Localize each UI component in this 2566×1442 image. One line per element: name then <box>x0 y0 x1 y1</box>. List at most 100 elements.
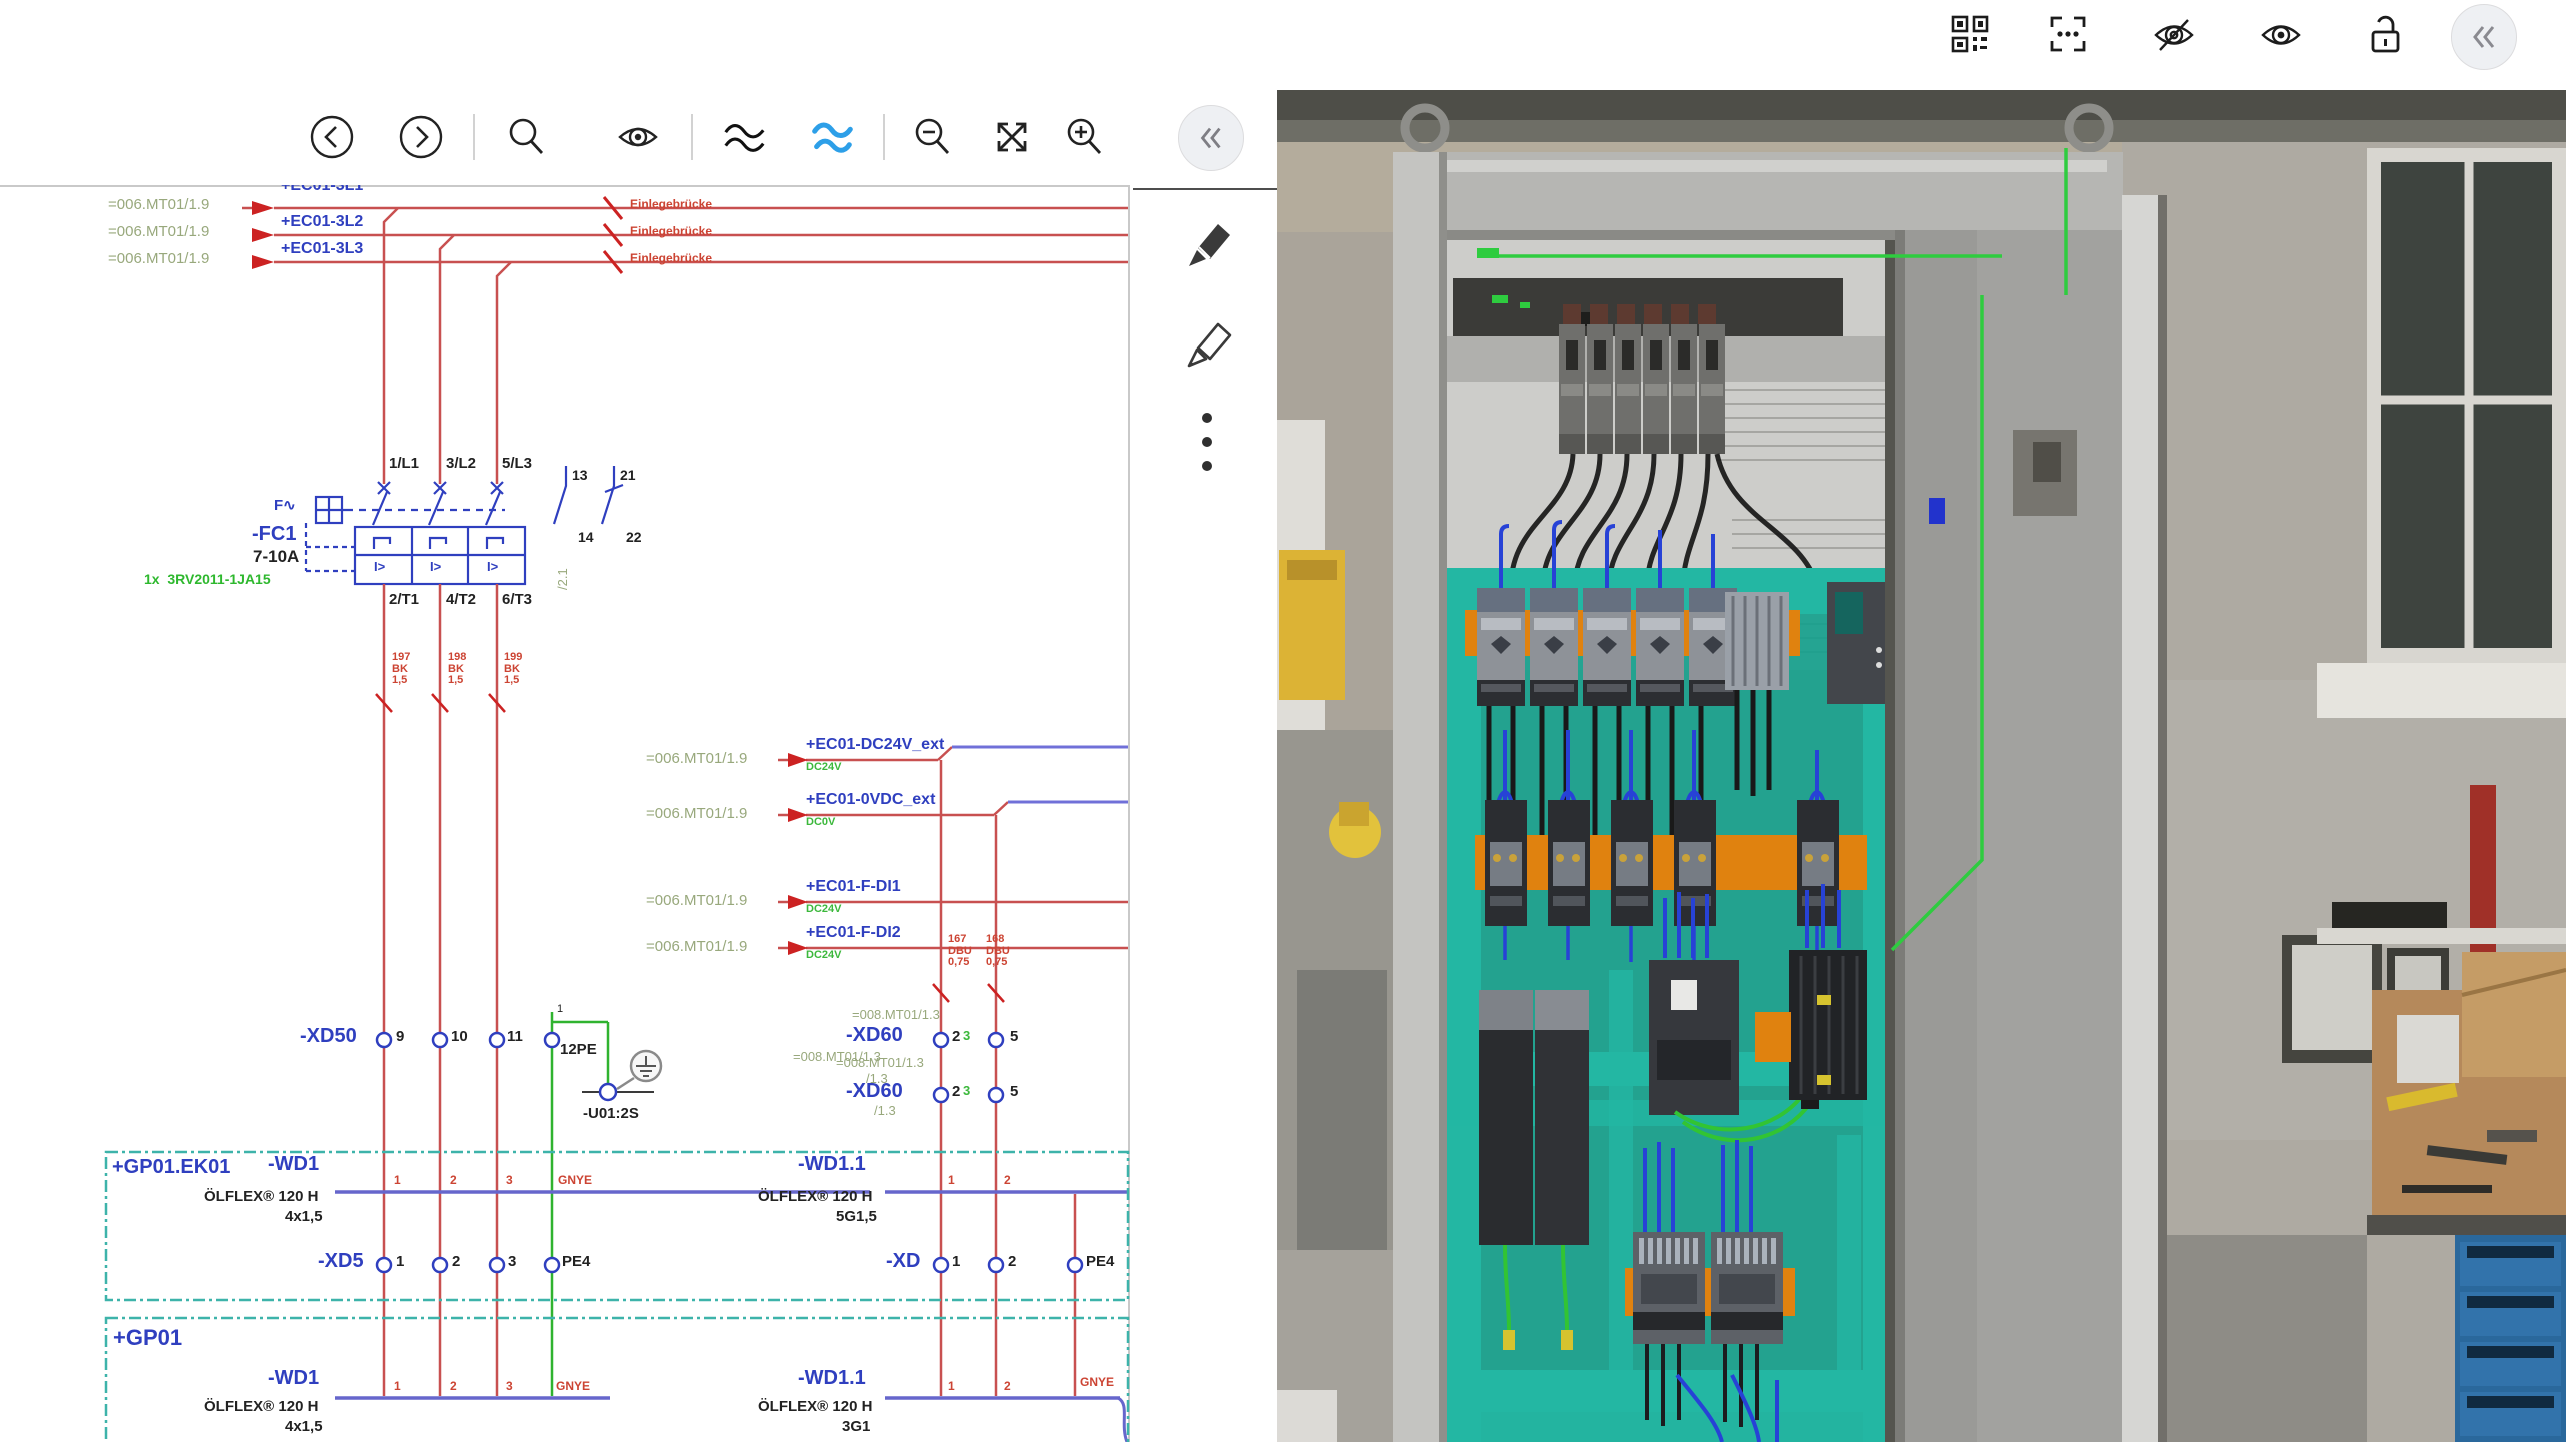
xd60b-tag: -XD60 <box>846 1080 903 1102</box>
freehand-wave-active-button[interactable] <box>806 111 858 163</box>
schematic-texts: =006.MT01/1.9 =006.MT01/1.9 =006.MT01/1.9 +… <box>0 185 1130 1442</box>
plc-device <box>1649 960 1739 1115</box>
wd11-type: ÖLFLEX® 120 H <box>758 1188 873 1205</box>
collapse-toolbar-button[interactable] <box>1178 105 1244 171</box>
cad-route-overlay <box>1477 148 2068 952</box>
gp-wd11-tag: -WD1.1 <box>798 1367 866 1389</box>
rail3-potential: +EC01-3L3 <box>281 240 364 257</box>
fc1-term-1l1: 1/L1 <box>389 455 420 472</box>
dc-rows <box>778 746 1128 950</box>
fc1-term-4t2: 4/T2 <box>446 591 477 608</box>
xd60a-tag: -XD60 <box>846 1024 903 1046</box>
contactor-row <box>1465 520 1897 850</box>
show-annotations-button[interactable] <box>2255 8 2307 60</box>
fc1-trip1: I> <box>374 559 386 574</box>
photo-3d-panel[interactable] <box>1277 90 2566 1442</box>
rail1-source-ref: =006.MT01/1.9 <box>108 196 210 213</box>
xd60a-term-2: 2 <box>952 1028 961 1045</box>
gp-wd1-type: ÖLFLEX® 120 H <box>204 1398 319 1415</box>
eye-off-icon <box>2154 19 2194 51</box>
marker-tool-button[interactable] <box>1176 212 1240 276</box>
photo-svg <box>1277 90 2566 1442</box>
fc1-tag: -FC1 <box>252 523 297 545</box>
zoom-out-icon <box>915 118 950 154</box>
toolbar-divider <box>883 114 885 160</box>
wave-lines-active-icon <box>812 122 853 153</box>
bridge3-label: Einlegebrücke <box>630 251 713 265</box>
gp-wd1-wire-3: 3 <box>506 1379 513 1393</box>
gp-wd11-wire-1: 1 <box>948 1379 955 1393</box>
collapse-right-panel-button[interactable] <box>2451 4 2517 70</box>
blue-wires-up <box>1499 520 1715 588</box>
gp-wd11-type: ÖLFLEX® 120 H <box>758 1398 873 1415</box>
xd-term-2: 2 <box>1008 1253 1017 1270</box>
lock-icon <box>2371 15 2400 53</box>
scan-frame-button[interactable] <box>2042 8 2094 60</box>
toolbar-divider <box>691 114 693 160</box>
eye-icon <box>2261 25 2301 45</box>
schematic-graphics <box>0 185 1130 1442</box>
dc24v-source-ref: =006.MT01/1.9 <box>646 750 748 767</box>
xd5-term-1: 1 <box>396 1253 405 1270</box>
fc1-aux-ref: /2.1 <box>555 568 570 590</box>
bridge1-label: Einlegebrücke <box>630 197 713 211</box>
xd60a-source-ref: =008.MT01/1.3 <box>852 1007 940 1022</box>
xd60-ref-13b: /1.3 <box>874 1103 896 1118</box>
qr-code-button[interactable] <box>1944 8 1996 60</box>
sidebar-divider <box>1133 188 1280 190</box>
xd5-tag: -XD5 <box>318 1250 364 1272</box>
fc1-partno: 1x 3RV2011-1JA15 <box>144 571 271 587</box>
toggle-visibility-button[interactable] <box>612 111 664 163</box>
gp-wd1-cross-section: 4x1,5 <box>285 1418 323 1435</box>
bridge-slashes <box>602 196 624 274</box>
rail2-potential: +EC01-3L2 <box>281 213 364 230</box>
cabinet-door <box>1885 195 2167 1442</box>
zoom-out-button[interactable] <box>907 111 959 163</box>
lock-button[interactable] <box>2359 8 2411 60</box>
search-icon <box>509 118 544 154</box>
xd-term-1: 1 <box>952 1253 961 1270</box>
freehand-wave-button[interactable] <box>718 111 770 163</box>
zoom-fit-button[interactable] <box>986 111 1038 163</box>
schematic-page[interactable]: =006.MT01/1.9 =006.MT01/1.9 =006.MT01/1.9 +… <box>0 185 1130 1442</box>
fc1-aux-21: 21 <box>620 467 636 483</box>
lifting-eye <box>2064 103 2114 153</box>
wd1-cross-section: 4x1,5 <box>285 1208 323 1225</box>
rail3-source-ref: =006.MT01/1.9 <box>108 250 210 267</box>
lower-contactor-row <box>1625 1140 1795 1442</box>
fc1-aux-22: 22 <box>626 529 642 545</box>
fdi2-potential: +EC01-F-DI2 <box>806 924 901 941</box>
xd60b-term-5: 5 <box>1010 1083 1019 1100</box>
search-button[interactable] <box>501 111 553 163</box>
wd11-wire-2: 2 <box>1004 1173 1011 1187</box>
wd11-tag: -WD1.1 <box>798 1153 866 1175</box>
xd60a-ref-3: 3 <box>963 1028 971 1043</box>
highlighter-tool-button[interactable] <box>1176 312 1240 376</box>
more-options-button[interactable] <box>1183 402 1231 486</box>
xd50-tag: -XD50 <box>300 1025 357 1047</box>
qr-code-icon <box>1951 15 1989 53</box>
ground-symbol <box>582 1049 663 1093</box>
fc1-term-5l3: 5/L3 <box>502 455 533 472</box>
xd50-wire-1: 1 <box>557 1003 564 1015</box>
xd60-source-ref-3: =008.MT01/1.3 <box>836 1055 924 1070</box>
heatsink-device <box>1755 950 1867 1100</box>
dc0v-net: DC0V <box>806 816 836 828</box>
kebab-menu-icon <box>1202 413 1212 471</box>
page-next-button[interactable] <box>395 111 447 163</box>
hide-annotations-button[interactable] <box>2148 8 2200 60</box>
xd50-term-9: 9 <box>396 1028 405 1045</box>
zoom-in-button[interactable] <box>1059 111 1111 163</box>
fc1-actuator: F∿ <box>274 497 296 514</box>
gp-wd11-wire-gnye: GNYE <box>1080 1375 1115 1389</box>
xd50-term-11: 11 <box>507 1028 523 1045</box>
wd11-cross-section: 5G1,5 <box>836 1208 877 1225</box>
wd1-tag: -WD1 <box>268 1153 320 1175</box>
page-previous-button[interactable] <box>306 111 358 163</box>
gp01-tag: +GP01 <box>113 1325 183 1350</box>
wd1-wire-2: 2 <box>450 1173 457 1187</box>
gp01ek01-tag: +GP01.EK01 <box>112 1156 231 1178</box>
xd50-term-10: 10 <box>451 1028 468 1045</box>
page-previous-icon <box>310 115 354 159</box>
chevrons-left-icon <box>2473 26 2495 48</box>
